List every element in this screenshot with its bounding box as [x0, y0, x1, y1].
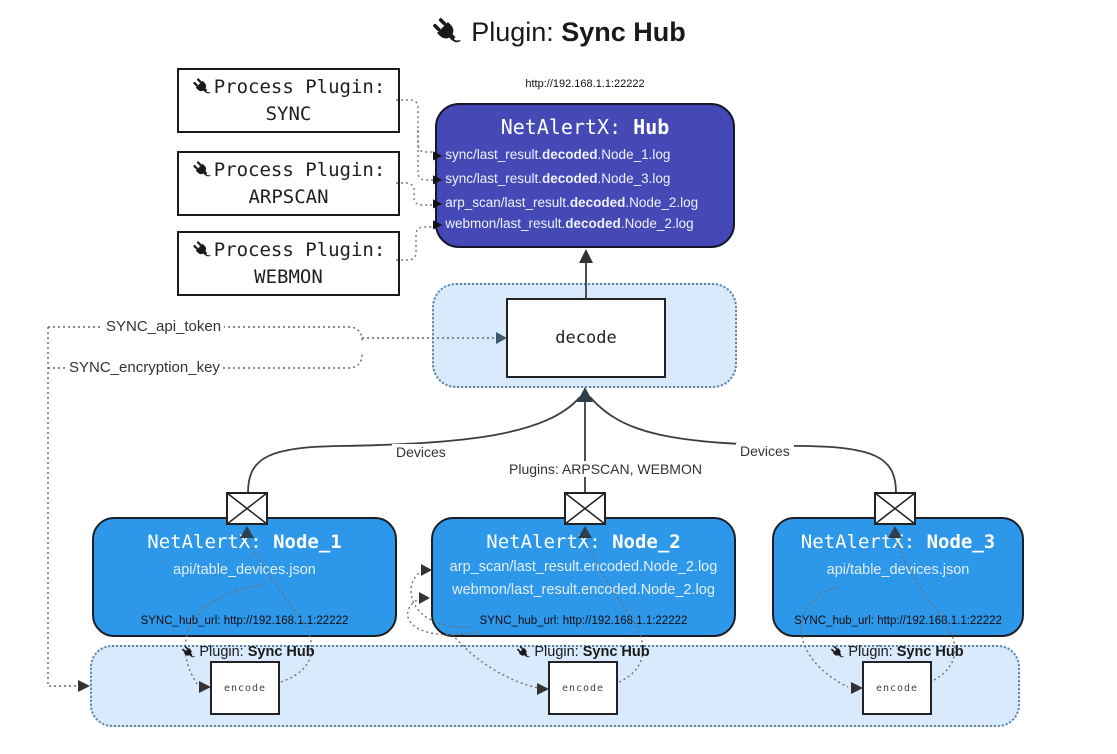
node-file: webmon/last_result.encoded.Node_2.log [452, 582, 715, 598]
plugin-to-hub-connectors [396, 99, 433, 261]
encode-box-1: encode [210, 661, 280, 715]
encode-box-2: encode [548, 661, 618, 715]
title-prefix: Plugin: [471, 16, 562, 47]
node-file: arp_scan/last_result.encoded.Node_2.log [449, 559, 718, 575]
node-2-box: NetAlertX: Node_2 arp_scan/last_result.e… [431, 517, 736, 637]
sync-encryption-key-label: SYNC_encryption_key [66, 359, 223, 376]
arrowhead-up-decode-panel [577, 387, 593, 402]
page-title: Plugin: Sync Hub [0, 16, 1117, 48]
encode-label: encode [875, 682, 919, 694]
plug-icon [192, 77, 212, 97]
node-title: NetAlertX: Node_1 [147, 531, 342, 553]
sync-api-token-label: SYNC_api_token [103, 318, 225, 335]
process-plugin-name: SYNC [265, 102, 312, 125]
plug-icon [830, 645, 845, 660]
hub-url: http://192.168.1.1:22222 [525, 78, 645, 90]
hub-title: NetAlertX: Hub [500, 115, 670, 139]
process-plugin-label: Process Plugin: [213, 158, 386, 181]
plug-icon [431, 16, 463, 48]
hub-log-line: ▶sync/last_result.decoded.Node_1.log [433, 147, 671, 162]
arrowhead-icon: ▶ [433, 147, 443, 162]
node-title: NetAlertX: Node_3 [800, 531, 996, 553]
process-plugin-label: Process Plugin: [213, 238, 386, 261]
encode-label: encode [223, 682, 267, 694]
node-hub-url: SYNC_hub_url: http://192.168.1.1:22222 [479, 615, 688, 627]
envelope-to-decode-curves [247, 395, 897, 494]
node-hub-url: SYNC_hub_url: http://192.168.1.1:22222 [140, 615, 349, 627]
node-title: NetAlertX: Node_2 [486, 531, 681, 553]
node-3-box: NetAlertX: Node_3 api/table_devices.json… [772, 517, 1024, 637]
arrowhead-icon: ▶ [433, 195, 443, 210]
edge-label-devices-right: Devices [736, 443, 794, 459]
arrowhead-icon: ▶ [433, 171, 443, 186]
plug-icon [516, 645, 531, 660]
node-1-box: NetAlertX: Node_1 api/table_devices.json… [92, 517, 397, 637]
hub-log-line: ▶sync/last_result.decoded.Node_3.log [433, 171, 671, 186]
encode-label: encode [561, 682, 605, 694]
plug-icon [181, 645, 196, 660]
plug-icon [192, 160, 212, 180]
node-file: api/table_devices.json [173, 562, 316, 578]
band-plugin-label: Plugin: Sync Hub [812, 644, 982, 660]
process-plugin-label: Process Plugin: [213, 75, 386, 98]
plug-icon [192, 240, 212, 260]
hub-log-line: ▶webmon/last_result.decoded.Node_2.log [433, 216, 694, 231]
process-plugin-webmon-box: Process Plugin: WEBMON [177, 231, 400, 296]
arrowhead-into-band [78, 680, 90, 692]
band-plugin-label: Plugin: Sync Hub [163, 644, 333, 660]
hub-box: NetAlertX: Hub ▶sync/last_result.decoded… [433, 103, 735, 248]
node-file: api/table_devices.json [826, 562, 970, 578]
process-plugin-arpscan-box: Process Plugin: ARPSCAN [177, 151, 400, 216]
node-hub-url: SYNC_hub_url: http://192.168.1.1:22222 [794, 615, 1002, 627]
process-plugin-name: WEBMON [254, 265, 323, 288]
process-plugin-sync-box: Process Plugin: SYNC [177, 68, 400, 133]
arrowhead-into-node2-line-2 [419, 592, 430, 604]
decode-label: decode [555, 328, 617, 348]
edge-label-plugins-mid: Plugins: ARPSCAN, WEBMON [505, 461, 706, 477]
decode-box: decode [506, 298, 666, 378]
encode-box-3: encode [862, 661, 932, 715]
process-plugin-name: ARPSCAN [248, 185, 329, 208]
band-plugin-label: Plugin: Sync Hub [498, 644, 668, 660]
hub-log-line: ▶arp_scan/last_result.decoded.Node_2.log [433, 195, 699, 210]
arrowhead-up-hub [579, 249, 593, 263]
title-name: Sync Hub [561, 16, 686, 47]
arrowhead-icon: ▶ [433, 216, 443, 231]
edge-label-devices-left: Devices [392, 444, 450, 460]
